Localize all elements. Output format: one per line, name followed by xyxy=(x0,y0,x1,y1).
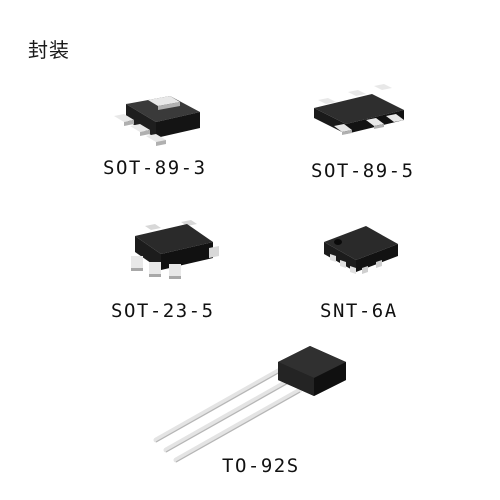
package-label: SOT-89-3 xyxy=(103,157,207,179)
sot-89-5-package-icon xyxy=(314,84,404,135)
page-heading: 封装 xyxy=(28,38,70,62)
package-label: SOT-23-5 xyxy=(111,300,215,322)
package-label: TO-92S xyxy=(222,455,300,477)
sot-23-5-package-icon xyxy=(131,220,219,279)
package-label: SNT-6A xyxy=(320,300,398,322)
package-label: SOT-89-5 xyxy=(311,160,415,182)
to-92s-package-icon xyxy=(153,346,346,463)
sot-89-3-package-icon xyxy=(114,96,200,146)
snt-6a-package-icon xyxy=(324,226,398,274)
